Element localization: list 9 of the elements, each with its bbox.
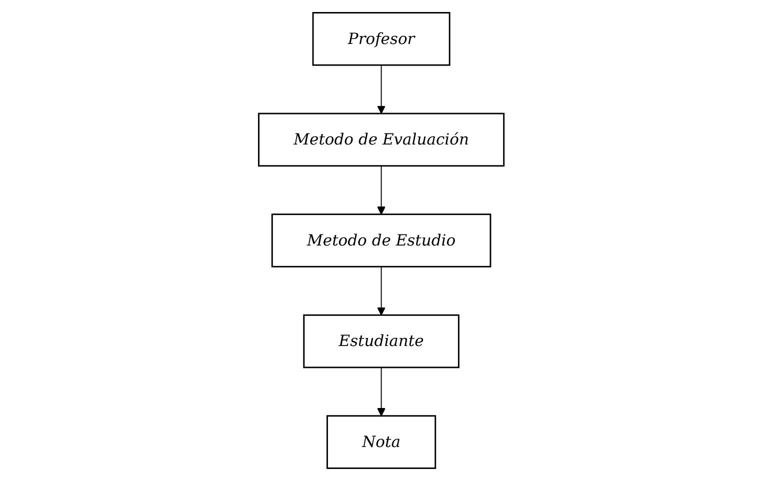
- node-box: Profesor: [312, 12, 451, 66]
- arrow: [377, 165, 386, 215]
- node-box: Estudiante: [303, 314, 460, 368]
- node-box: Metodo de Evaluación: [258, 112, 505, 167]
- node-box: Nota: [326, 415, 436, 469]
- arrow: [377, 266, 386, 316]
- node-box: Metodo de Estudio: [272, 214, 492, 268]
- arrow: [377, 64, 386, 114]
- arrow: [377, 366, 386, 416]
